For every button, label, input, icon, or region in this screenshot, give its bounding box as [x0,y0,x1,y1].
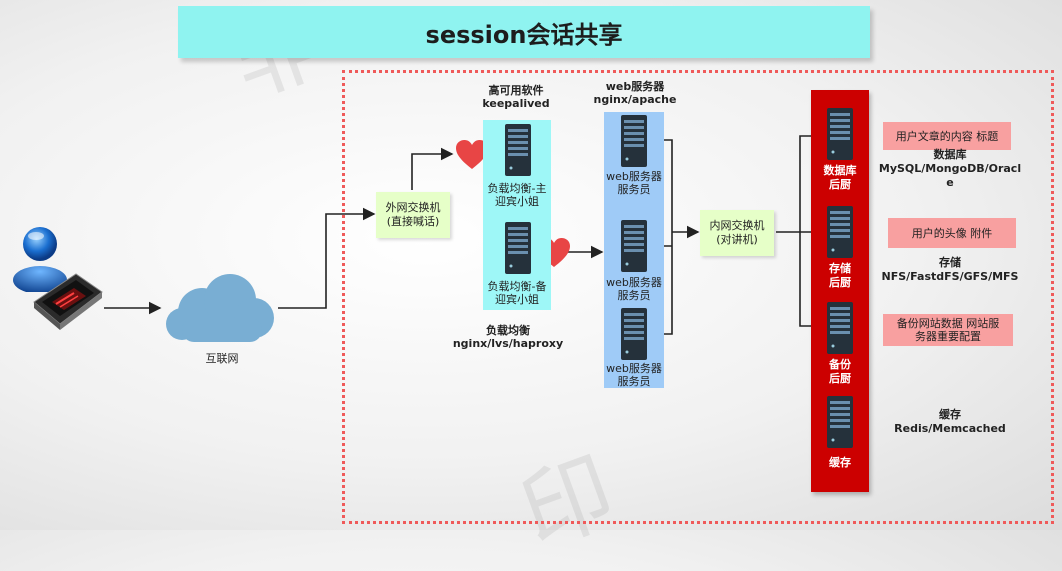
lb-caption-software: nginx/lvs/haproxy [452,337,564,350]
user-icon [10,222,70,294]
tech-list-continued: e [946,176,954,189]
backend-backup-label: 备份 后厨 [811,358,869,386]
web-caption-software: nginx/apache [593,93,677,106]
laptop-icon [28,268,104,334]
note-backup-data: 备份网站数据 网站服 务器重要配置 [883,314,1013,346]
tech-category: 缓存 [939,408,961,421]
web-server-name: web服务器 [606,170,662,183]
server-icon [827,396,853,448]
keepalived-title: 高可用软件 [488,84,544,97]
backend-name: 备份 [829,358,851,371]
web-server-label: web服务器 服务员 [600,170,668,196]
backend-role: 后厨 [829,372,851,385]
outer-switch: 外网交换机 (直接喊话) [376,192,450,238]
lb-backup-desc: 迎宾小姐 [495,293,539,306]
tech-list: NFS/FastdFS/GFS/MFS [881,270,1019,283]
server-icon [827,302,853,354]
lb-master-desc: 迎宾小姐 [495,195,539,208]
note-text: 用户文章的内容 标题 [895,129,999,143]
database-tech-label: 数据库 MySQL/MongoDB/Oracl e [872,148,1028,190]
backend-name: 存储 [829,262,851,275]
server-icon [505,222,531,274]
server-icon [505,124,531,176]
heart-icon [455,139,489,171]
lb-master-role: 负载均衡-主 [487,182,547,195]
storage-tech-label: 存储 NFS/FastdFS/GFS/MFS [868,256,1032,284]
keepalived-caption: 高可用软件 keepalived [464,84,568,110]
backend-database-label: 数据库 后厨 [811,164,869,192]
server-icon [621,115,647,167]
lb-backup-label: 负载均衡-备 迎宾小姐 [481,280,553,306]
web-server-role: 服务员 [617,289,651,302]
cloud-icon [162,268,280,348]
web-server-role: 服务员 [617,183,651,196]
web-caption-title: web服务器 [605,80,665,93]
outer-switch-note: (直接喊话) [386,215,440,228]
web-server-name: web服务器 [606,276,662,289]
internet-label: 互联网 [205,352,239,365]
note-article-content: 用户文章的内容 标题 [883,122,1011,150]
page-title: session会话共享 [178,6,870,58]
backend-cache-label: 缓存 [811,456,869,470]
note-avatar-attachment: 用户的头像 附件 [888,218,1016,248]
tech-list: Redis/Memcached [894,422,1006,435]
tech-category: 存储 [939,256,961,269]
inner-switch-note: (对讲机) [716,233,758,246]
backend-name: 缓存 [829,456,851,469]
server-zone-boundary [342,70,1054,524]
outer-switch-label: 外网交换机 [385,201,441,214]
backend-role: 后厨 [829,178,851,191]
backend-role: 后厨 [829,276,851,289]
web-server-name: web服务器 [606,362,662,375]
inner-switch-label: 内网交换机 [709,219,765,232]
web-caption: web服务器 nginx/apache [588,80,682,106]
inner-switch: 内网交换机 (对讲机) [700,210,774,256]
lb-caption: 负载均衡 nginx/lvs/haproxy [444,324,572,350]
tech-category: 数据库 [933,148,967,161]
web-server-label: web服务器 服务员 [600,276,668,302]
server-icon [827,108,853,160]
note-text: 务器重要配置 [915,330,981,343]
lb-backup-role: 负载均衡-备 [487,280,547,293]
lb-caption-title: 负载均衡 [486,324,530,337]
note-text: 备份网站数据 网站服 [896,317,1000,330]
keepalived-name: keepalived [482,97,550,110]
server-icon [621,220,647,272]
server-icon [621,308,647,360]
web-server-label: web服务器 服务员 [600,362,668,388]
web-server-role: 服务员 [617,375,651,388]
tech-list: MySQL/MongoDB/Oracl [878,162,1022,175]
note-text: 用户的头像 附件 [911,226,993,240]
backend-name: 数据库 [823,164,857,177]
cache-tech-label: 缓存 Redis/Memcached [880,408,1020,436]
backend-storage-label: 存储 后厨 [811,262,869,290]
lb-master-label: 负载均衡-主 迎宾小姐 [481,182,553,208]
server-icon [827,206,853,258]
